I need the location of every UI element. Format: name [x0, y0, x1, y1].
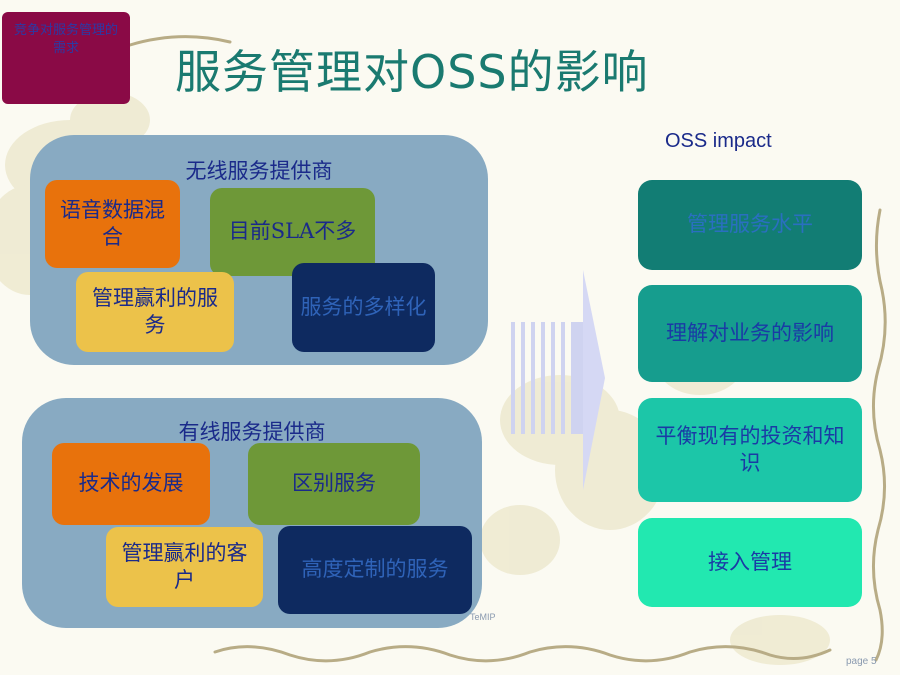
impact-box-access-management: 接入管理	[638, 518, 862, 607]
impact-box-service-level: 管理服务水平	[638, 180, 862, 270]
oss-impact-label: OSS impact	[665, 130, 772, 152]
wireless-panel-title: 无线服务提供商	[185, 159, 333, 183]
impact-box-balance-investment: 平衡现有的投资和知识	[638, 398, 862, 502]
page-number: page 5	[846, 656, 877, 667]
wired-box-custom-services: 高度定制的服务	[278, 526, 472, 614]
wired-box-tech-development: 技术的发展	[52, 443, 210, 525]
impact-box-business-impact: 理解对业务的影响	[638, 285, 862, 382]
wireless-box-service-diversity: 服务的多样化	[292, 263, 435, 352]
product-label: TeMIP	[470, 612, 496, 622]
wireless-box-voice-data: 语音数据混合	[45, 180, 180, 268]
wired-box-differentiated-services: 区别服务	[248, 443, 420, 525]
wired-box-profitable-customers: 管理赢利的客户	[106, 527, 263, 607]
slide-title: 服务管理对OSS的影响	[175, 45, 649, 99]
section-tag: 竞争对服务管理的需求	[2, 12, 130, 104]
wired-panel-title: 有线服务提供商	[178, 420, 326, 444]
wireless-box-sla: 目前SLA不多	[210, 188, 375, 276]
wireless-box-profitable-services: 管理赢利的服务	[76, 272, 234, 352]
